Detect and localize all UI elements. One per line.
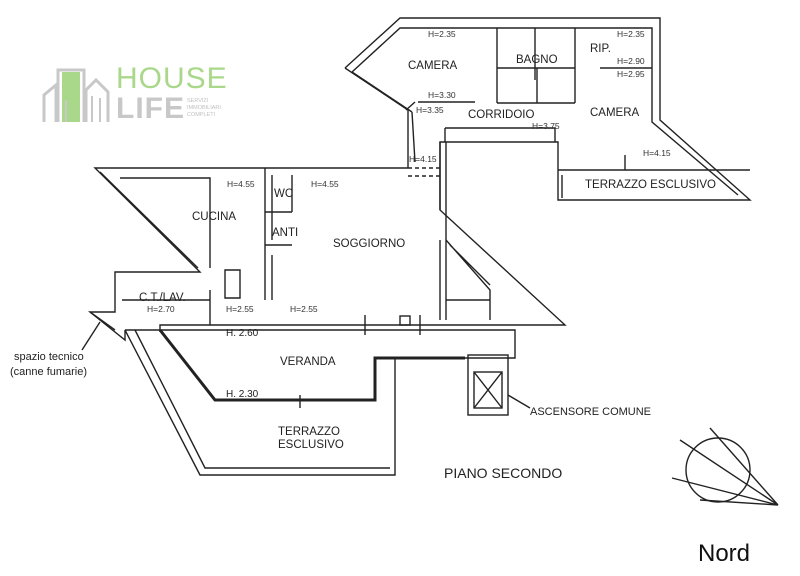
height-label: H=2.70 [147, 304, 175, 314]
height-label: H=3.30 [428, 90, 456, 100]
height-label: H=2.90 [617, 56, 645, 66]
room-terrazzo-bottom: ESCLUSIVO [278, 439, 344, 451]
logo-house: HOUSE [116, 62, 228, 95]
room-corridoio: CORRIDOIO [468, 109, 535, 121]
logo-tagline: COMPLETI [187, 112, 216, 118]
height-label: H=3.75 [532, 121, 560, 131]
spazio-tecnico-label: spazio tecnico [14, 351, 84, 363]
height-label: H=4.55 [227, 179, 255, 189]
north-label: Nord [698, 540, 751, 567]
height-label: H=4.55 [311, 179, 339, 189]
room-bagno: BAGNO [516, 54, 558, 66]
height-label: H. 2.60 [226, 328, 259, 339]
room-camera-2: CAMERA [590, 107, 640, 119]
height-label: H. 2.30 [226, 389, 259, 400]
room-cucina: CUCINA [192, 211, 237, 223]
floor-title: PIANO SECONDO [444, 465, 563, 481]
elevator-icon [467, 354, 531, 416]
height-label: H=2.55 [226, 304, 254, 314]
height-label: H=2.55 [290, 304, 318, 314]
height-label: H=2.35 [428, 29, 456, 39]
logo-tagline: SERVIZI [187, 98, 209, 104]
logo-life: LIFE [116, 92, 185, 125]
height-label: H=4.15 [643, 148, 671, 158]
height-label: H=2.35 [617, 29, 645, 39]
height-label: H=3.35 [416, 105, 444, 115]
north-compass-icon [671, 427, 779, 506]
room-anti: ANTI [272, 227, 299, 239]
room-camera: CAMERA [408, 60, 458, 72]
logo-tagline: IMMOBILIARI [187, 105, 221, 111]
room-terrazzo-bottom: TERRAZZO [278, 426, 340, 438]
room-ct-lav: C.T./LAV. [139, 292, 186, 304]
logo-icon [42, 68, 110, 122]
spazio-tecnico-label: (canne fumarie) [10, 366, 88, 378]
room-soggiorno: SOGGIORNO [333, 238, 406, 250]
terrace-outline [124, 329, 516, 476]
room-wc: WC [274, 188, 294, 200]
room-ripostiglio: RIP. [590, 43, 611, 55]
ascensore-label: ASCENSORE COMUNE [530, 406, 652, 418]
height-label: H=2.95 [617, 69, 645, 79]
room-veranda: VERANDA [280, 356, 336, 368]
room-terrazzo-top: TERRAZZO ESCLUSIVO [585, 179, 716, 191]
height-label: H=4.15 [409, 154, 437, 164]
